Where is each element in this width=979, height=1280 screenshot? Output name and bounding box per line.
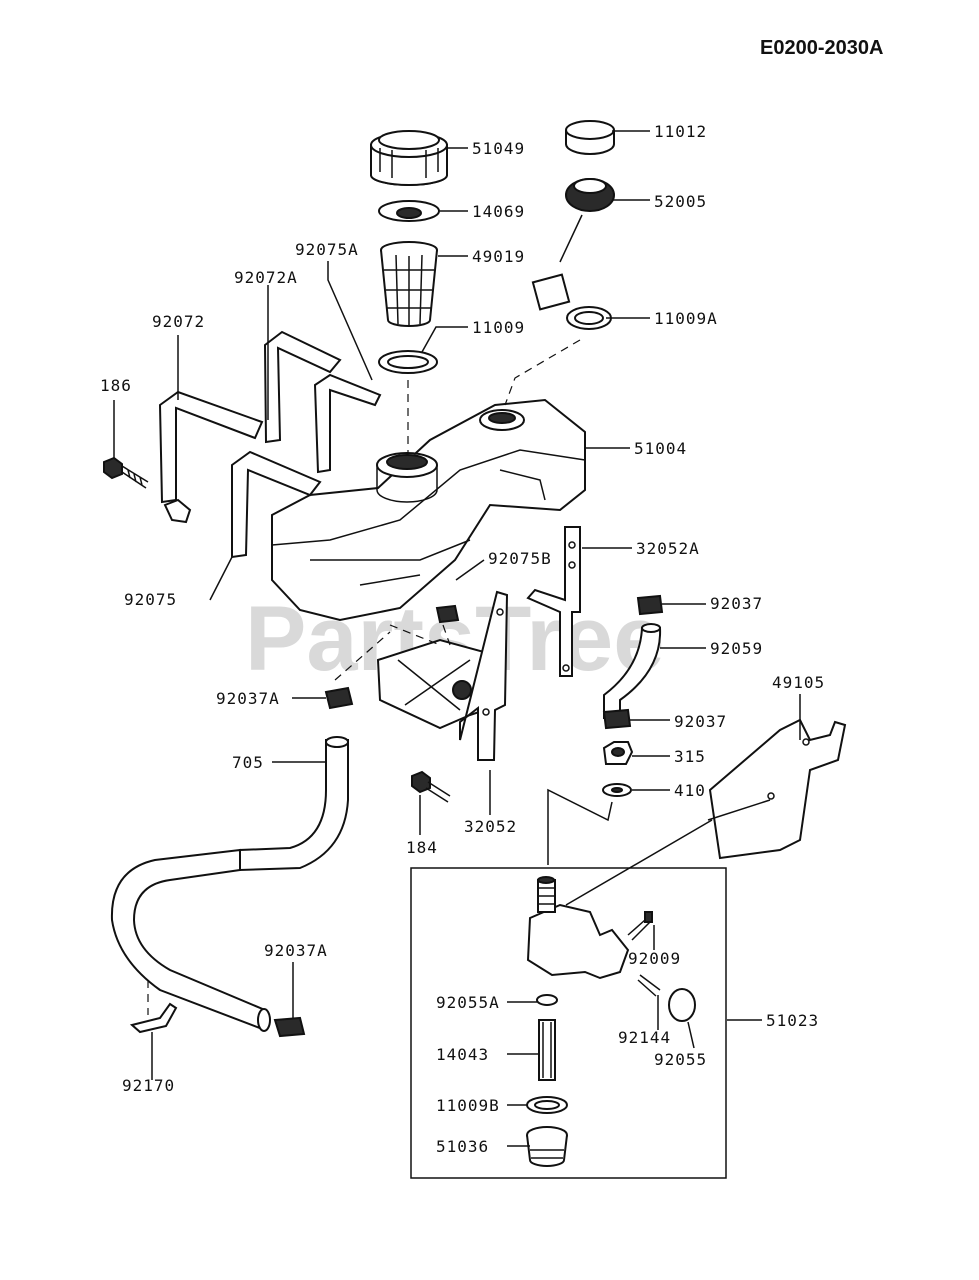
clamp-92037A-upper[interactable] (324, 686, 354, 710)
cushion-92075B[interactable] (435, 604, 460, 624)
callout-32052A[interactable]: 32052A (636, 539, 700, 558)
leader-cock-to-tank (547, 788, 613, 865)
callout-92037-upper[interactable]: 92037 (710, 594, 763, 613)
callout-92055[interactable]: 92055 (654, 1050, 707, 1069)
o-ring-92055A[interactable] (536, 994, 558, 1006)
fuel-cock-assembly-box (410, 867, 727, 1179)
leader-lines (113, 130, 801, 1147)
callout-11009A[interactable]: 11009A (654, 309, 718, 328)
filter-14043[interactable] (538, 1019, 556, 1081)
callout-92170[interactable]: 92170 (122, 1076, 175, 1095)
pad-92072[interactable] (158, 390, 264, 504)
callout-49019[interactable]: 49019 (472, 247, 525, 266)
callout-92144[interactable]: 92144 (618, 1028, 671, 1047)
callout-186[interactable]: 186 (100, 376, 132, 395)
tank-bracket-clip[interactable] (163, 498, 192, 524)
callout-92075[interactable]: 92075 (124, 590, 177, 609)
callout-92055A[interactable]: 92055A (436, 993, 500, 1012)
ring-11009[interactable] (378, 350, 438, 374)
callout-410[interactable]: 410 (674, 781, 706, 800)
callout-14069[interactable]: 14069 (472, 202, 525, 221)
screw-92009[interactable] (627, 911, 653, 941)
callout-184[interactable]: 184 (406, 838, 438, 857)
bolt-184[interactable] (411, 770, 451, 803)
pad-92075[interactable] (231, 450, 322, 559)
callout-92075B[interactable]: 92075B (488, 549, 552, 568)
cup-51036[interactable] (526, 1126, 568, 1167)
callout-51023[interactable]: 51023 (766, 1011, 819, 1030)
bolt-186[interactable] (103, 456, 149, 489)
callout-11012[interactable]: 11012 (654, 122, 707, 141)
gasket-92055[interactable] (668, 988, 696, 1022)
callout-92037-lower[interactable]: 92037 (674, 712, 727, 731)
clamp-92037-upper[interactable] (636, 594, 664, 616)
screw-92144[interactable] (637, 974, 661, 997)
callout-52005[interactable]: 52005 (654, 192, 707, 211)
bracket-49105[interactable] (707, 718, 847, 860)
callout-92037A-lower[interactable]: 92037A (264, 941, 328, 960)
pad-92075A[interactable] (313, 373, 382, 474)
washer-410[interactable] (602, 783, 632, 797)
callout-32052[interactable]: 32052 (464, 817, 517, 836)
fuel-cap-51049[interactable] (370, 130, 448, 186)
callout-92037A-upper[interactable]: 92037A (216, 689, 280, 708)
clip-92170[interactable] (129, 1002, 178, 1034)
callout-315[interactable]: 315 (674, 747, 706, 766)
bracket-32052A[interactable] (526, 526, 581, 677)
fuel-hose-705[interactable] (110, 736, 349, 1032)
centerline-cushion (442, 624, 451, 646)
callout-92059[interactable]: 92059 (710, 639, 763, 658)
fuel-cock-body[interactable] (526, 876, 630, 980)
clamp-92037A-lower[interactable] (273, 1016, 306, 1038)
diagram-code: E0200-2030A (760, 37, 883, 59)
clamp-92037-lower[interactable] (602, 708, 632, 730)
gasket-14069[interactable] (378, 200, 440, 222)
callout-14043[interactable]: 14043 (436, 1045, 489, 1064)
callout-705[interactable]: 705 (232, 753, 264, 772)
ring-11009A[interactable] (566, 306, 612, 330)
centerline-base (389, 624, 441, 646)
fuel-tank-51004[interactable] (271, 398, 586, 622)
strainer-49019[interactable] (380, 241, 438, 327)
callout-51036[interactable]: 51036 (436, 1137, 489, 1156)
callout-51004[interactable]: 51004 (634, 439, 687, 458)
callout-49105[interactable]: 49105 (772, 673, 825, 692)
callout-92075A[interactable]: 92075A (295, 240, 359, 259)
callout-11009[interactable]: 11009 (472, 318, 525, 337)
callout-92072[interactable]: 92072 (152, 312, 205, 331)
ring-11009B[interactable] (526, 1096, 568, 1114)
callout-92072A[interactable]: 92072A (234, 268, 298, 287)
bracket-32052[interactable] (459, 590, 509, 761)
ring-11012[interactable] (565, 120, 615, 155)
nut-315[interactable] (602, 741, 634, 765)
centerline-gauge (504, 339, 581, 406)
callout-11009B[interactable]: 11009B (436, 1096, 500, 1115)
leader-cock-to-bracket (565, 819, 713, 906)
callout-92009[interactable]: 92009 (628, 949, 681, 968)
centerline-clamp (334, 631, 391, 681)
callout-51049[interactable]: 51049 (472, 139, 525, 158)
pad-92072A[interactable] (263, 330, 342, 444)
gauge-cap-52005[interactable] (531, 178, 615, 311)
